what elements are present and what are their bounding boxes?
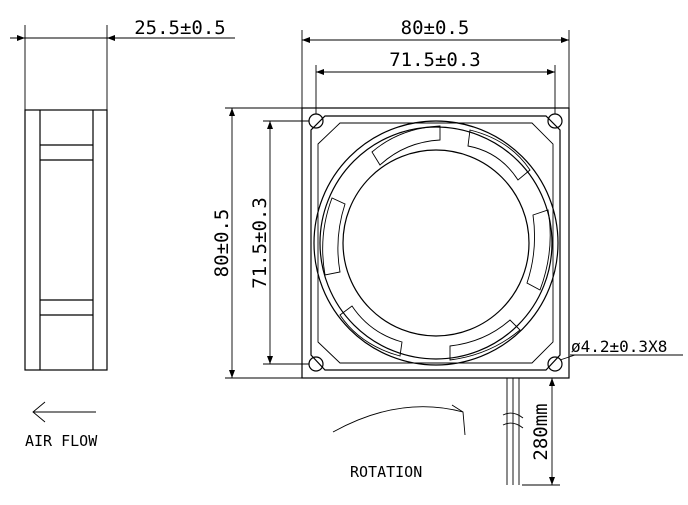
thickness-label: 25.5±0.5 [134, 17, 226, 39]
airflow-label: AIR FLOW [25, 432, 98, 450]
width-hole-dimension: 71.5±0.3 [315, 49, 556, 114]
fan-blades [322, 125, 551, 361]
airflow-indicator: AIR FLOW [25, 401, 98, 450]
rotation-indicator: ROTATION [332, 404, 466, 481]
mount-hole [308, 356, 324, 372]
side-view [24, 109, 108, 371]
thickness-dimension: 25.5±0.5 [10, 17, 235, 110]
hole-label: ø4.2±0.3X8 [571, 337, 667, 356]
width-hole-label: 71.5±0.3 [389, 49, 481, 71]
mount-hole [308, 113, 324, 129]
height-outer-label: 80±0.5 [211, 209, 233, 278]
lead-length-dimension: 280mm [522, 377, 560, 486]
width-outer-label: 80±0.5 [401, 17, 470, 39]
mount-hole [547, 356, 563, 372]
front-view [301, 107, 570, 379]
rotation-label: ROTATION [350, 463, 422, 481]
height-hole-dimension: 71.5±0.3 [249, 120, 309, 365]
hole-callout: ø4.2±0.3X8 [559, 337, 683, 361]
lead-wires [502, 378, 524, 485]
mount-hole [547, 113, 563, 129]
height-outer-dimension: 80±0.5 [211, 107, 302, 379]
width-outer-dimension: 80±0.5 [301, 17, 570, 108]
lead-length-label: 280mm [530, 403, 552, 460]
height-hole-label: 71.5±0.3 [249, 197, 271, 289]
